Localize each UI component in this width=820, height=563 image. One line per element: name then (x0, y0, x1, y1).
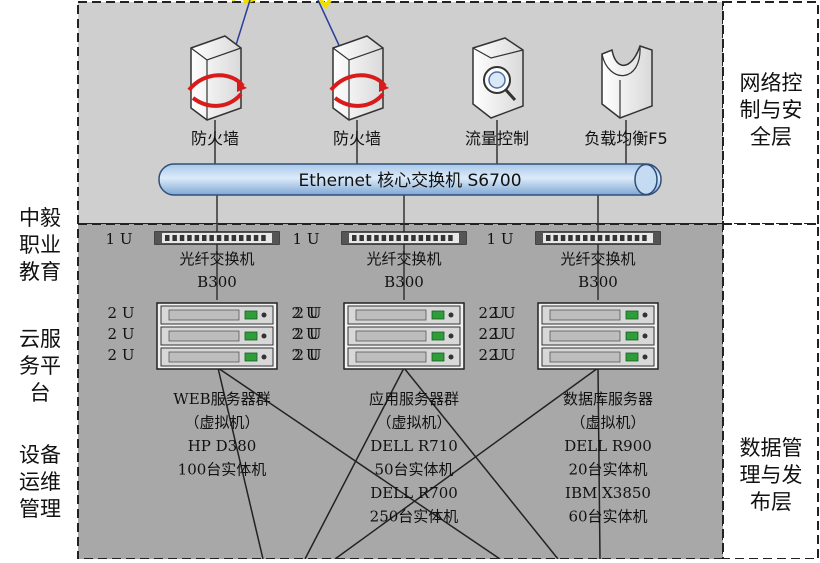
server-group-line: 20台实体机 (568, 461, 647, 479)
server-group-line: （虚拟机） (184, 414, 259, 432)
right-label-top-box (722, 1, 819, 225)
switch-name: 光纤交换机 (179, 250, 254, 268)
server-u-label: 2 U (489, 325, 516, 343)
server-u-label: 2 U (108, 346, 135, 364)
device-label: 防火墙 (333, 129, 381, 148)
server-group-line: 100台实体机 (178, 461, 267, 479)
firewall-icon (187, 35, 247, 121)
server-group-line: （虚拟机） (570, 414, 645, 432)
server-u-label: 2 U (489, 304, 516, 322)
server-group-line: HP D380 (188, 437, 257, 455)
server-u-label: 2 U (295, 325, 322, 343)
server-group-line: 数据库服务器 (563, 390, 653, 408)
switch-model: B300 (197, 273, 237, 291)
right-top-label: 网络控 制与安 全层 (724, 70, 818, 151)
server-group-line: DELL R710 (370, 437, 458, 455)
server-group-line: 应用服务器群 (369, 390, 459, 408)
server-u-label: 2 U (479, 325, 506, 343)
device-label: 防火墙 (191, 129, 239, 148)
left-title-line: 教育 (19, 260, 61, 284)
server-u-label: 2 U (479, 346, 506, 364)
server-rack-icon (343, 302, 465, 370)
switch-name: 光纤交换机 (560, 250, 635, 268)
load-balancer-icon (601, 45, 653, 119)
fiber-switch-icon (535, 231, 661, 245)
lightning-bolt-icon (318, 0, 332, 10)
left-title-line: 设备 (19, 443, 61, 467)
device-label: 负载均衡F5 (584, 129, 667, 148)
core-switch-pipe: Ethernet 核心交换机 S6700 (158, 163, 662, 196)
link-line (597, 367, 601, 560)
traffic-control-icon (472, 37, 524, 119)
left-title-block-3: 设备 运维 管理 (4, 442, 76, 523)
left-title-block-2: 云服 务平 台 (4, 326, 76, 407)
server-group-line: DELL R900 (564, 437, 652, 455)
server-group-line: 250台实体机 (370, 508, 459, 526)
server-u-label: 2 U (108, 304, 135, 322)
server-group-line: 50台实体机 (374, 461, 453, 479)
server-u-label: 2 U (292, 346, 319, 364)
right-bottom-line: 理与发 (739, 463, 803, 487)
device-label: 流量控制 (465, 129, 529, 148)
switch-model: B300 (578, 273, 618, 291)
server-u-label: 2 U (295, 346, 322, 364)
switch-u-label: 1 U (487, 230, 514, 248)
left-title-line: 务平 (19, 354, 61, 378)
server-u-label: 2 U (489, 346, 516, 364)
server-group-line: WEB服务器群 (173, 390, 270, 408)
server-u-label: 2 U (295, 304, 322, 322)
switch-u-label: 1 U (106, 230, 133, 248)
left-title-line: 台 (29, 381, 51, 405)
server-group-line: DELL R700 (370, 484, 458, 502)
link-line (403, 367, 559, 560)
data-management-layer-region (77, 223, 724, 560)
firewall-icon (329, 35, 389, 121)
server-u-label: 2 U (479, 304, 506, 322)
left-title-line: 云服 (19, 327, 61, 351)
right-bottom-line: 布层 (750, 490, 792, 514)
right-top-line: 全层 (750, 125, 792, 149)
switch-u-label: 1 U (293, 230, 320, 248)
link-line (334, 367, 599, 560)
right-top-line: 网络控 (739, 71, 803, 95)
server-u-label: 2 U (108, 325, 135, 343)
core-switch-label: Ethernet 核心交换机 S6700 (298, 171, 521, 191)
server-u-label: 2 U (292, 325, 319, 343)
right-label-bottom-box (722, 223, 819, 560)
server-rack-icon (537, 302, 659, 370)
right-bottom-line: 数据管 (739, 436, 803, 460)
server-u-label: 2 U (292, 304, 319, 322)
server-rack-icon (156, 302, 278, 370)
link-line (217, 367, 501, 560)
link-line (304, 367, 405, 560)
fiber-switch-icon (154, 231, 280, 245)
left-title-line: 管理 (19, 497, 61, 521)
right-top-line: 制与安 (739, 98, 803, 122)
server-group-line: 60台实体机 (568, 508, 647, 526)
right-bottom-label: 数据管 理与发 布层 (724, 435, 818, 516)
server-group-line: （虚拟机） (376, 414, 451, 432)
fiber-switch-icon (341, 231, 467, 245)
switch-model: B300 (384, 273, 424, 291)
left-title-block-1: 中毅 职业 教育 (4, 205, 76, 286)
server-group-line: IBM X3850 (565, 484, 651, 502)
left-title-line: 运维 (19, 470, 61, 494)
left-title-line: 职业 (19, 233, 61, 257)
link-line (217, 367, 264, 560)
left-title-line: 中毅 (19, 206, 61, 230)
switch-name: 光纤交换机 (366, 250, 441, 268)
